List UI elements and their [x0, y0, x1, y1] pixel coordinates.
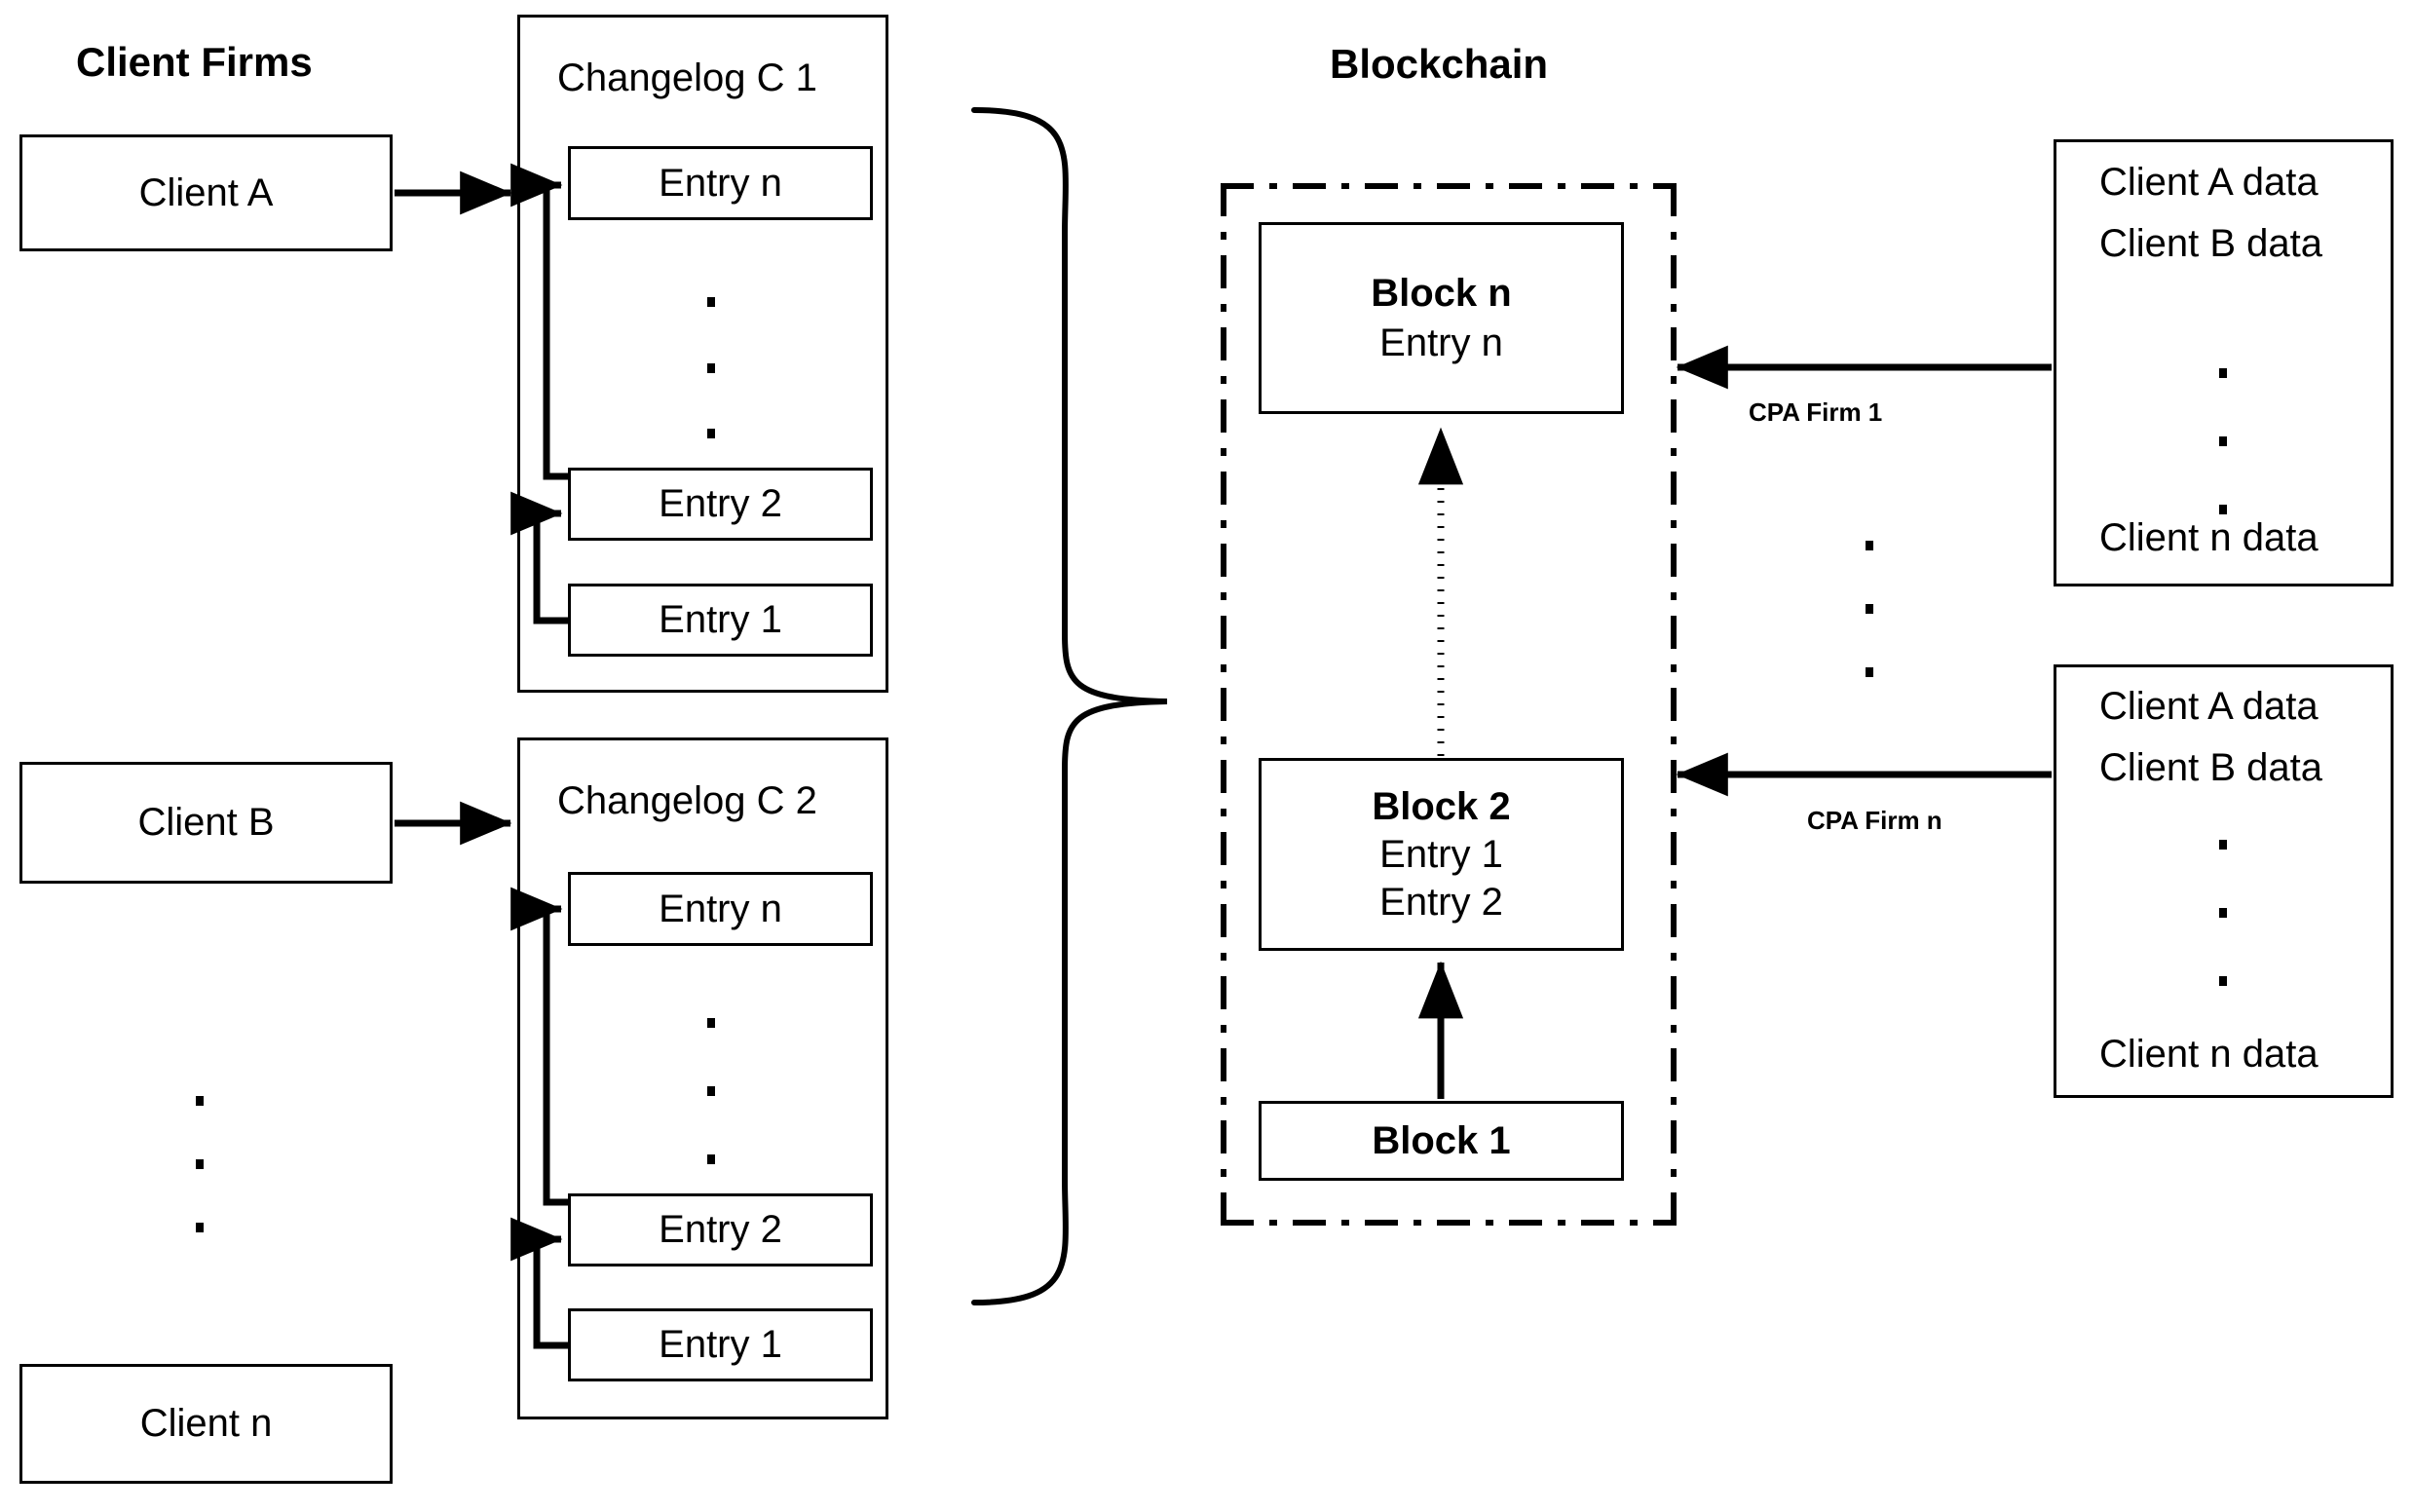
changelog-1-entry-n-label: Entry n — [659, 161, 782, 205]
client-ellipsis — [193, 1096, 207, 1232]
blockchain-border-top — [1221, 183, 1677, 189]
changelog-1-entry-1-label: Entry 1 — [659, 598, 782, 641]
cpa-firms-ellipsis — [1863, 541, 1876, 677]
blockchain-border-right — [1671, 183, 1677, 1226]
changelog-container-2 — [517, 737, 888, 1419]
changelog-2-entry-n[interactable]: Entry n — [568, 872, 873, 946]
changelog-1-entry-n[interactable]: Entry n — [568, 146, 873, 220]
cpa-firm-n-label: CPA Firm n — [1807, 806, 1942, 835]
changelog-container-1 — [517, 15, 888, 693]
chain-c1-entry1-to-entry2 — [510, 491, 568, 624]
cpa-firm-n-line-n: Client n data — [2099, 1033, 2319, 1076]
cpa-firm-1-line-2: Client B data — [2099, 222, 2323, 265]
cpa-firm-n-ellipsis — [2216, 840, 2230, 986]
cpa-firm-1-line-1: Client A data — [2099, 161, 2319, 204]
client-box-a[interactable]: Client A — [19, 134, 393, 251]
blockchain-border-bottom — [1221, 1220, 1677, 1226]
block-1-title: Block 1 — [1372, 1118, 1511, 1162]
changelog-2-entry-1-label: Entry 1 — [659, 1323, 782, 1366]
block-2[interactable]: Block 2 Entry 1 Entry 2 — [1259, 758, 1624, 951]
changelog-2-entry-1[interactable]: Entry 1 — [568, 1308, 873, 1381]
chain-c2-entry1-to-entry2 — [510, 1217, 568, 1349]
cpa-firm-n-box[interactable] — [2054, 664, 2394, 1098]
block-1[interactable]: Block 1 — [1259, 1101, 1624, 1181]
changelog-1-entry-1[interactable]: Entry 1 — [568, 584, 873, 657]
blockchain-container — [1221, 183, 1677, 1226]
client-box-b[interactable]: Client B — [19, 762, 393, 884]
chain-c2-entry2-to-entryn — [510, 887, 568, 1206]
changelogs-grouping-brace — [971, 107, 1168, 1305]
block-2-entry-1: Entry 1 — [1379, 832, 1503, 876]
cpa-firm-1-label: CPA Firm 1 — [1749, 397, 1883, 427]
cpa-firm-n-line-1: Client A data — [2099, 685, 2319, 728]
chain-c1-entry2-to-entryn — [510, 163, 568, 480]
blockchain-border-left — [1221, 183, 1226, 1226]
changelog-1-title: Changelog C 1 — [557, 57, 817, 99]
client-box-a-label: Client A — [138, 170, 274, 214]
block-n-title: Block n — [1371, 271, 1512, 315]
cpa-firm-n-line-2: Client B data — [2099, 746, 2323, 789]
changelog-1-entry-2-label: Entry 2 — [659, 482, 782, 525]
block-2-entry-2: Entry 2 — [1379, 880, 1503, 924]
block-n-entry-1: Entry n — [1379, 321, 1503, 364]
client-box-n[interactable]: Client n — [19, 1364, 393, 1484]
client-box-n-label: Client n — [139, 1402, 273, 1445]
cpa-firm-1-line-n: Client n data — [2099, 516, 2319, 559]
client-firms-title: Client Firms — [76, 39, 313, 85]
block-2-title: Block 2 — [1372, 784, 1511, 828]
blockchain-title: Blockchain — [1330, 41, 1549, 87]
client-box-b-label: Client B — [137, 801, 275, 844]
block-n[interactable]: Block n Entry n — [1259, 222, 1624, 414]
cpa-firm-1-ellipsis — [2216, 368, 2230, 514]
changelog-2-ellipsis — [704, 1018, 718, 1164]
changelog-2-entry-2[interactable]: Entry 2 — [568, 1193, 873, 1266]
changelog-1-entry-2[interactable]: Entry 2 — [568, 468, 873, 541]
changelog-2-entry-n-label: Entry n — [659, 887, 782, 930]
changelog-2-entry-2-label: Entry 2 — [659, 1208, 782, 1251]
changelog-1-ellipsis — [704, 297, 718, 438]
changelog-2-title: Changelog C 2 — [557, 779, 817, 822]
